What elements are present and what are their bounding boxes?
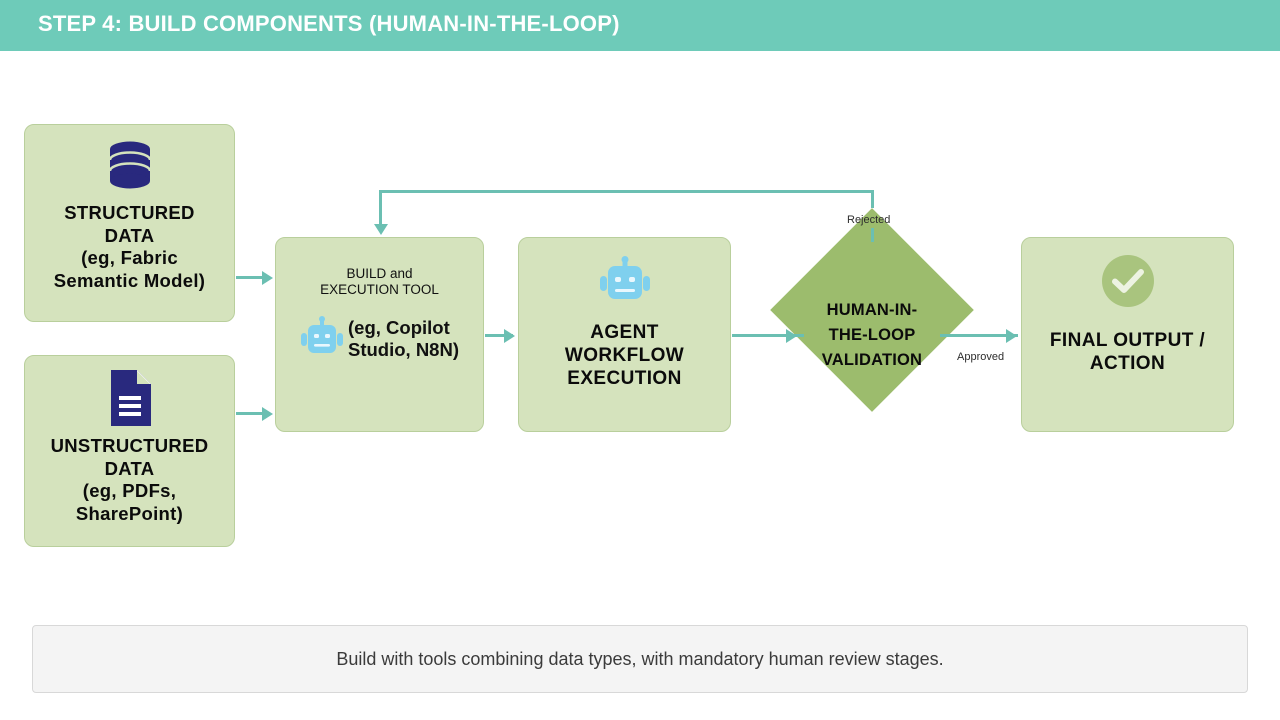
edge-build-to-agent-arrow — [504, 328, 515, 343]
edge-agent-to-validation — [732, 334, 804, 337]
check-circle-icon — [1101, 254, 1155, 313]
node-build-execution-tool-title: BUILD and EXECUTION TOOL — [320, 266, 439, 297]
edge-label-rejected: Rejected — [847, 214, 891, 226]
edge-structured-to-build-arrow — [262, 270, 273, 285]
caption-text: Build with tools combining data types, w… — [336, 648, 944, 669]
edge-unstructured-to-build-arrow — [262, 406, 273, 421]
node-build-execution-tool-example: (eg, Copilot Studio, N8N) — [348, 317, 459, 361]
document-icon — [107, 370, 153, 431]
edge-validation-rejected-up — [871, 228, 874, 242]
node-structured-data-label: STRUCTURED DATA (eg, Fabric Semantic Mod… — [53, 202, 206, 291]
caption-panel: Build with tools combining data types, w… — [32, 625, 1248, 693]
node-structured-data[interactable]: STRUCTURED DATA (eg, Fabric Semantic Mod… — [24, 124, 235, 322]
edge-validation-rejected-up-2 — [871, 190, 874, 208]
node-agent-workflow-execution[interactable]: AGENT WORKFLOW EXECUTION — [518, 237, 731, 432]
edge-build-to-agent — [485, 334, 513, 337]
build-tool-example-row: (eg, Copilot Studio, N8N) — [276, 315, 483, 363]
header-band — [0, 0, 1280, 51]
robot-icon — [599, 256, 651, 311]
edge-label-approved: Approved — [957, 351, 1005, 363]
edge-validation-rejected-down — [379, 190, 382, 228]
edge-validation-rejected-arrow — [373, 224, 388, 235]
edge-structured-to-build — [236, 276, 268, 279]
edge-validation-approved-arrow — [1006, 328, 1017, 343]
node-final-output-action-label: FINAL OUTPUT / ACTION — [1049, 330, 1206, 375]
node-agent-workflow-execution-label: AGENT WORKFLOW EXECUTION — [564, 322, 685, 390]
node-unstructured-data[interactable]: UNSTRUCTURED DATA (eg, PDFs, SharePoint) — [24, 355, 235, 547]
edge-validation-rejected-across — [379, 190, 874, 193]
edge-validation-approved-to-final — [940, 334, 1018, 337]
node-final-output-action[interactable]: FINAL OUTPUT / ACTION — [1021, 237, 1234, 432]
page-title: STEP 4: BUILD COMPONENTS (HUMAN-IN-THE-L… — [38, 11, 620, 36]
database-icon — [104, 141, 156, 196]
edge-unstructured-to-build — [236, 412, 268, 415]
robot-icon — [300, 315, 344, 363]
edge-agent-to-validation-arrow — [786, 328, 797, 343]
node-build-execution-tool[interactable]: BUILD and EXECUTION TOOL (eg, Copilot St… — [275, 237, 484, 432]
node-human-in-the-loop-validation-label: HUMAN-IN- THE-LOOP VALIDATION — [821, 301, 923, 369]
node-unstructured-data-label: UNSTRUCTURED DATA (eg, PDFs, SharePoint) — [50, 435, 209, 524]
